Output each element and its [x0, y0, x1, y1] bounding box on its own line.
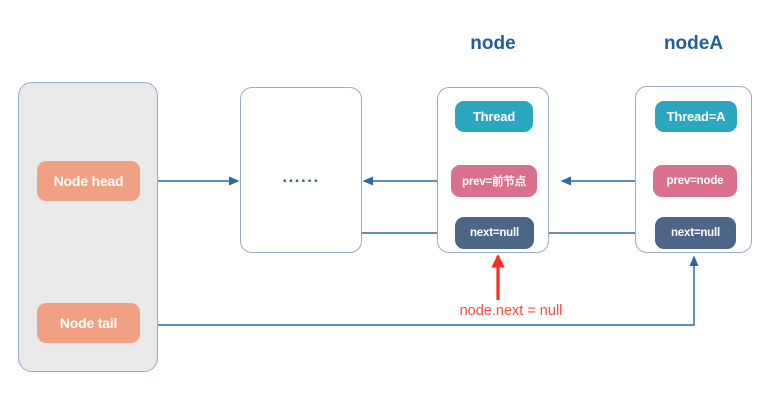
node-title-label: node	[470, 33, 516, 54]
intermediate-nodes-box	[240, 87, 362, 253]
node-head-pill: Node head	[37, 161, 140, 201]
nodea-title-label: nodeA	[663, 33, 724, 54]
node-next-pill: next=null	[455, 217, 534, 249]
nodea-prev-pill: prev=node	[653, 165, 737, 197]
annotation-label: node.next = null	[459, 303, 563, 319]
nodea-next-pill: next=null	[655, 217, 736, 249]
ellipsis-label: ......	[282, 167, 320, 186]
nodea-thread-pill: Thread=A	[655, 101, 737, 132]
connector-tail-to-nodea	[140, 255, 699, 326]
node-prev-pill: prev=前节点	[451, 165, 537, 197]
node-thread-pill: Thread	[455, 101, 533, 132]
node-tail-pill: Node tail	[37, 303, 140, 343]
